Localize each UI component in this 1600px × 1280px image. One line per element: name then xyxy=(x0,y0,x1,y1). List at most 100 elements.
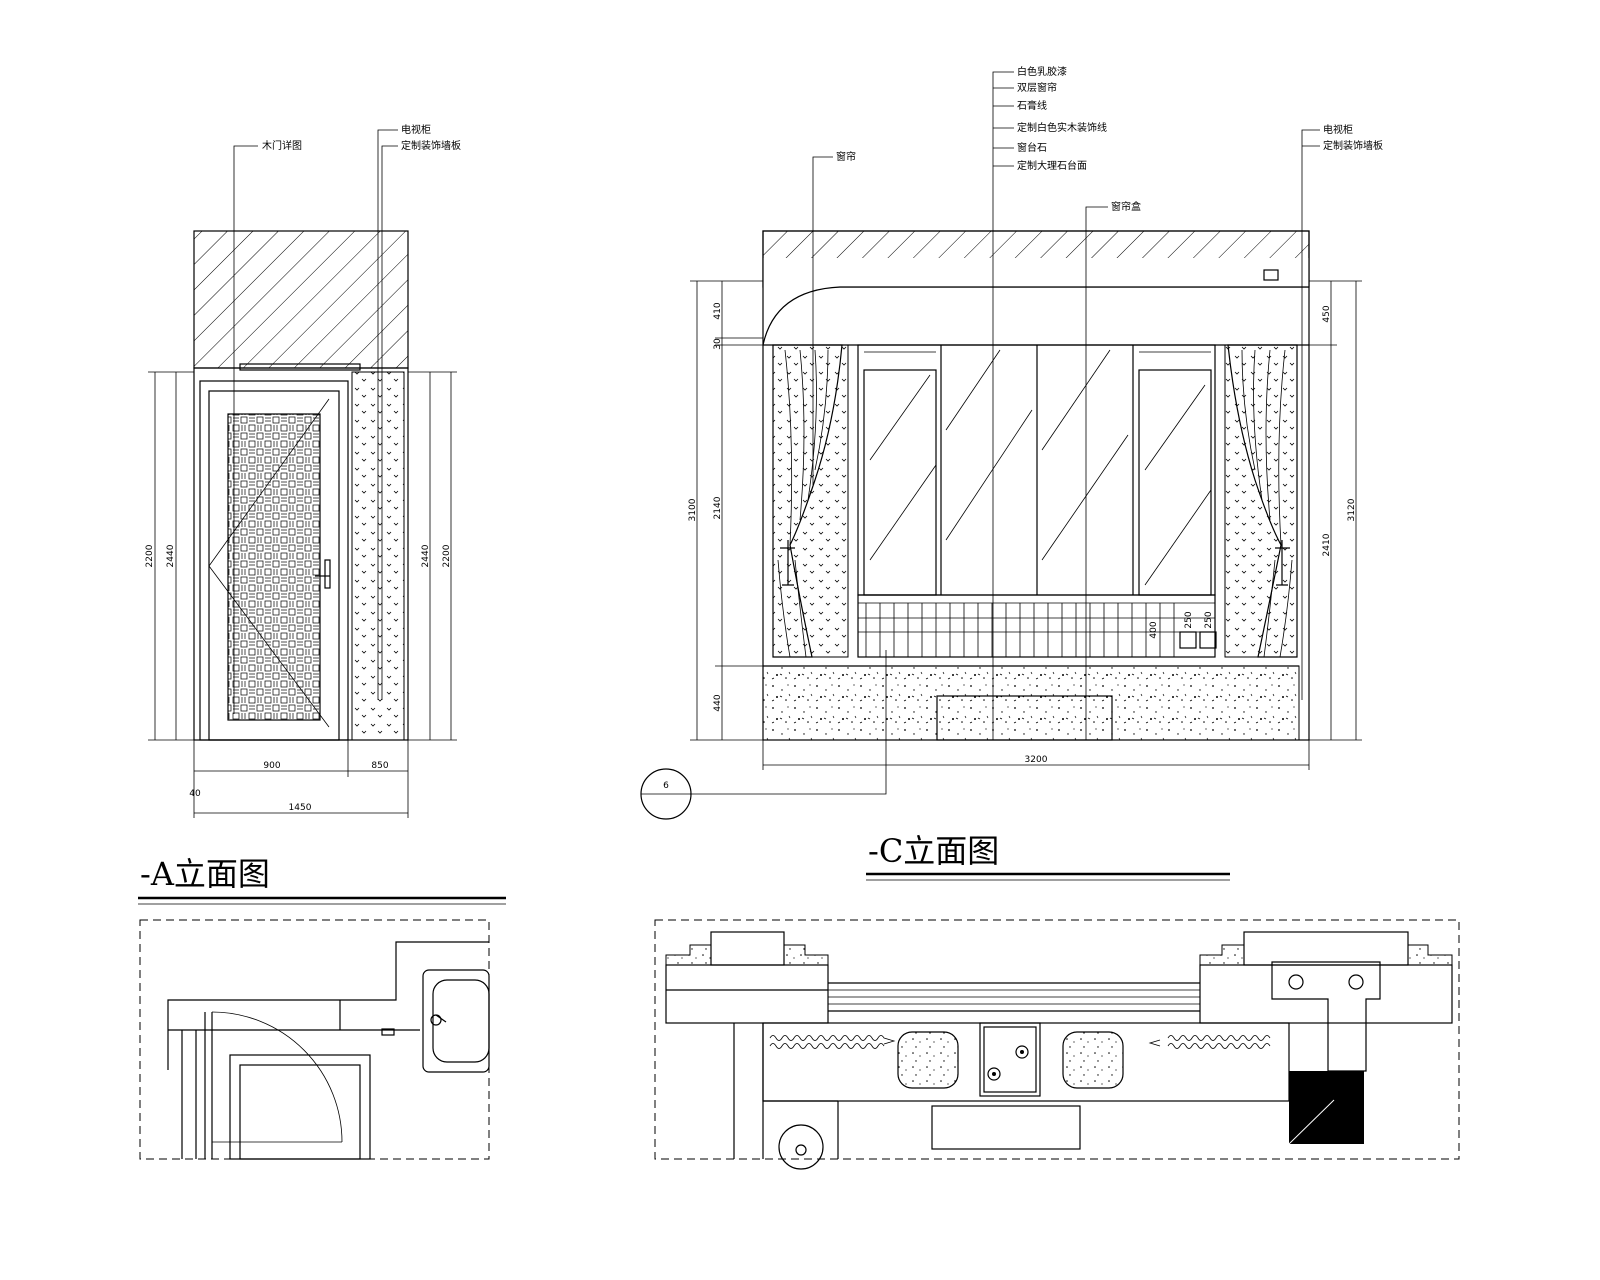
dim-c-total-width: 3200 xyxy=(1025,755,1048,765)
dim-c-overall-right: 3120 xyxy=(1347,498,1357,521)
detail-leader xyxy=(690,650,887,795)
leader-wall-panel xyxy=(381,145,398,700)
label-c-white-paint: 白色乳胶漆 xyxy=(1017,65,1067,78)
plan-c-knob-dot-1 xyxy=(1020,1050,1024,1054)
title-elevation-a: -A立面图 xyxy=(140,855,270,893)
plan-c-left-molding xyxy=(665,944,829,966)
dim-a-offset: 40 xyxy=(189,789,201,799)
plan-c-round-table-center xyxy=(795,1144,807,1156)
dim-c-top-left: 410 xyxy=(713,302,723,319)
dim-c-height-right: 2410 xyxy=(1322,533,1332,556)
plan-a xyxy=(139,919,490,1160)
label-door-detail: 木门详图 xyxy=(262,139,302,152)
dim-a-height-right-inner: 2440 xyxy=(421,544,431,567)
plan-c-radiator-right xyxy=(1148,1035,1271,1049)
label-c-wall-panel: 定制装饰墙板 xyxy=(1323,139,1383,152)
dim-c-box-a: 250 xyxy=(1184,611,1194,628)
label-c-curtain: 窗帘 xyxy=(836,150,856,163)
plan-c-knob-2 xyxy=(987,1067,1001,1081)
elevation-a-ceiling-wall xyxy=(193,230,409,369)
dim-c-box-b: 250 xyxy=(1204,611,1214,628)
label-c-wood-trim: 定制白色实木装饰线 xyxy=(1017,121,1107,134)
ceiling-cornice-curve xyxy=(762,286,1309,346)
window-pane-4 xyxy=(1138,369,1212,596)
label-c-curtain-box: 窗帘盒 xyxy=(1111,200,1141,213)
label-c-tv-cabinet: 电视柜 xyxy=(1323,123,1353,136)
plan-c-border xyxy=(654,919,1460,1160)
dim-c-top-right: 450 xyxy=(1322,305,1332,322)
door-lattice-panel xyxy=(227,413,321,721)
elevation-a: 木门详图 电视柜 定制装饰墙板 2200 2440 2440 2200 900 … xyxy=(138,123,506,905)
plan-c-left-pillar xyxy=(665,964,829,1024)
plan-c-block-diagonal xyxy=(1288,1099,1335,1145)
label-c-gypsum-line: 石膏线 xyxy=(1017,99,1047,112)
dim-c-rail: 400 xyxy=(1149,621,1159,638)
plan-a-switch xyxy=(381,1028,395,1036)
door-handle xyxy=(324,559,331,589)
plan-c-low-table xyxy=(931,1105,1081,1150)
stone-base xyxy=(762,665,1300,741)
ceiling-cornice xyxy=(763,258,1309,345)
plan-c-stool-right xyxy=(1062,1031,1124,1089)
plan-c-center-cabinet-inner xyxy=(983,1026,1037,1093)
plan-c-stool-left xyxy=(897,1031,959,1089)
label-c-double-curtain: 双层窗帘 xyxy=(1017,81,1057,94)
title-elevation-c: -C立面图 xyxy=(868,832,999,870)
dim-a-height-left-inner: 2440 xyxy=(166,544,176,567)
plan-c-round-table xyxy=(778,1124,824,1170)
dim-c-window-height: 2140 xyxy=(713,496,723,519)
plan-c-t-hole-right xyxy=(1348,974,1364,990)
label-c-marble-top: 定制大理石台面 xyxy=(1017,159,1087,172)
dim-a-panel-width: 850 xyxy=(371,761,388,771)
railing-box-b xyxy=(1199,631,1217,649)
elevation-c-dims-right xyxy=(1309,280,1362,741)
plan-c-counter xyxy=(762,1022,1290,1102)
dim-a-height-left: 2200 xyxy=(145,544,155,567)
plan-c-left-pillar-top xyxy=(710,931,785,966)
glass-reflections xyxy=(869,349,1212,586)
plan-c-radiator-left xyxy=(769,1035,896,1049)
left-curtain xyxy=(772,344,843,658)
dim-c-overall-left: 3100 xyxy=(688,498,698,521)
plan-c-knob-dot-2 xyxy=(992,1072,996,1076)
leader-tv-cabinet xyxy=(377,129,398,700)
detail-marker-number: 6 xyxy=(663,781,669,791)
right-curtain xyxy=(1227,344,1298,658)
elevation-a-vent xyxy=(239,363,361,371)
window-pane-1 xyxy=(863,369,937,596)
window-railing xyxy=(857,594,1216,658)
plan-a-bathtub-inner xyxy=(432,979,490,1063)
elevation-c-dims-left xyxy=(690,280,763,741)
elevation-c-leaders xyxy=(812,71,1320,740)
plan-c-right-molding xyxy=(1199,944,1453,966)
dim-a-total-width: 1450 xyxy=(289,803,312,813)
elevation-c: 400 250 250 xyxy=(640,65,1383,881)
curtain-box-profile xyxy=(1263,269,1279,281)
dim-c-small-left: 30 xyxy=(713,338,723,350)
plan-a-door-swing xyxy=(211,1011,343,1143)
plan-c-t-fixture xyxy=(1271,961,1381,1072)
plan-a-inner-room xyxy=(229,1054,371,1160)
plan-c-t-hole-left xyxy=(1288,974,1304,990)
plan-c-window-lines xyxy=(828,982,1200,1012)
right-wall-panel xyxy=(1224,344,1298,658)
base-inset-panel xyxy=(936,695,1113,741)
plan-a-wall xyxy=(167,941,489,1030)
plan-a-border xyxy=(139,919,490,1160)
plan-c xyxy=(654,919,1460,1170)
plan-a-faucet xyxy=(435,1014,447,1023)
plan-a-inner-room-2 xyxy=(239,1064,361,1160)
plan-c-center-cabinet xyxy=(979,1022,1041,1097)
railing-bars xyxy=(865,603,1175,657)
railing-box-a xyxy=(1179,631,1197,649)
door-swing-line xyxy=(208,398,330,728)
dim-c-base-height: 440 xyxy=(713,694,723,711)
label-c-sill-stone: 窗台石 xyxy=(1017,141,1047,154)
label-wall-panel: 定制装饰墙板 xyxy=(401,139,461,152)
label-tv-cabinet: 电视柜 xyxy=(401,123,431,136)
dim-a-door-width: 900 xyxy=(263,761,280,771)
plan-c-right-pillar xyxy=(1199,964,1453,1024)
dim-a-height-right: 2200 xyxy=(442,544,452,567)
leader-door-detail xyxy=(233,145,258,714)
